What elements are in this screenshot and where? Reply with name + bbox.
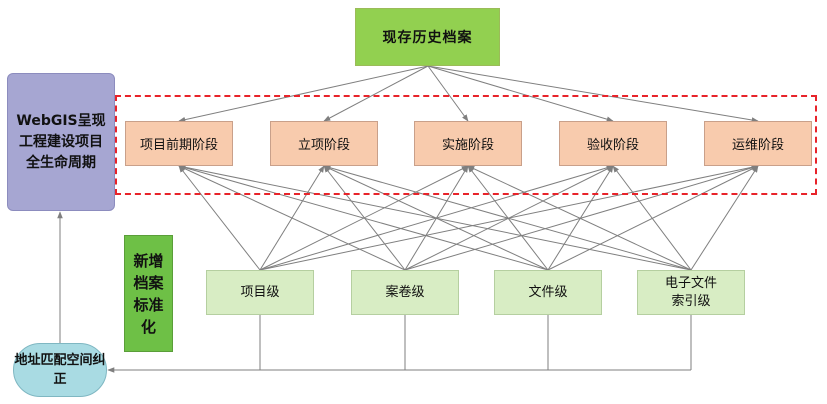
level-to-stage-arrow — [690, 165, 759, 271]
level-to-stage-arrow — [178, 165, 549, 271]
level-label: 项目级 — [240, 284, 280, 300]
level-box-file: 文件级 — [494, 270, 602, 315]
level-box-project: 项目级 — [206, 270, 314, 315]
top-to-stage-arrow — [178, 65, 429, 123]
stage-label: 实施阶段 — [441, 138, 494, 153]
new-archive-standardization-box: 新增档案标准化 — [124, 235, 173, 352]
stage-label: 项目前期阶段 — [139, 138, 218, 153]
level-label: 电子文件 索引级 — [664, 275, 717, 309]
top-to-stage-arrow — [427, 65, 614, 122]
existing-archives-label: 现存历史档案 — [382, 30, 473, 46]
webgis-lifecycle-box: WebGIS呈现工程建设项目全生命周期 — [7, 73, 115, 211]
level-to-stage-arrow — [467, 165, 692, 271]
level-label: 文件级 — [528, 284, 568, 300]
stage-box-implementation: 实施阶段 — [414, 121, 522, 166]
level-to-stage-arrow — [178, 165, 261, 271]
stage-box-operation: 运维阶段 — [704, 121, 812, 166]
level-to-stage-arrow — [404, 165, 759, 271]
new-archive-standardization-label: 新增档案标准化 — [133, 251, 164, 336]
level-to-stage-arrow — [323, 165, 692, 271]
lifecycle-stages-frame — [115, 95, 817, 195]
level-label: 案卷级 — [385, 284, 425, 300]
level-box-volume: 案卷级 — [351, 270, 459, 315]
level-to-stage-arrow — [612, 165, 692, 271]
stage-box-pre-project: 项目前期阶段 — [125, 121, 233, 166]
stage-label: 验收阶段 — [586, 138, 639, 153]
level-to-stage-arrow — [178, 165, 406, 271]
level-to-stage-arrow — [547, 165, 759, 271]
level-to-stage-arrow — [178, 164, 692, 271]
level-box-electronic-index: 电子文件 索引级 — [637, 270, 745, 315]
stage-box-acceptance: 验收阶段 — [559, 121, 667, 166]
stage-box-approval: 立项阶段 — [270, 121, 378, 166]
stage-label: 立项阶段 — [297, 138, 350, 153]
top-to-stage-arrow — [427, 65, 759, 123]
stage-label: 运维阶段 — [731, 138, 784, 153]
webgis-lifecycle-label: WebGIS呈现工程建设项目全生命周期 — [16, 112, 106, 171]
address-matching-box: 地址匹配空间纠正 — [13, 343, 107, 397]
existing-archives-box: 现存历史档案 — [355, 8, 500, 66]
top-to-stage-arrow — [427, 65, 469, 122]
top-to-stage-arrow — [323, 65, 429, 122]
address-matching-label: 地址匹配空间纠正 — [14, 353, 106, 387]
